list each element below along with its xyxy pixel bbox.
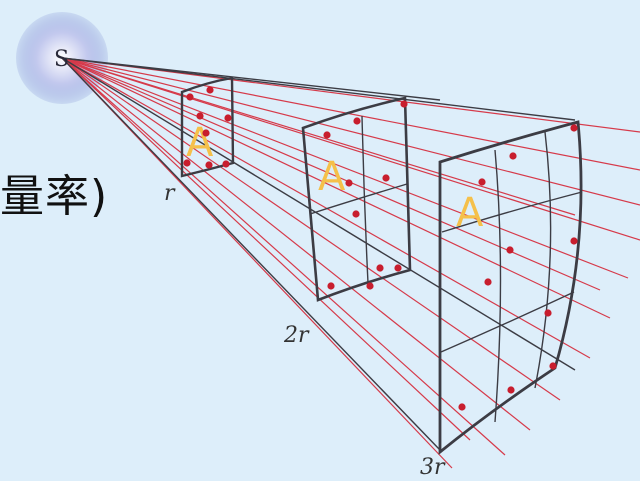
- ray-hit-dot: [570, 237, 578, 245]
- ray-hit-dot: [507, 386, 515, 394]
- ray-hit-dot: [458, 403, 466, 411]
- panel-2r-grid-v: [361, 115, 369, 284]
- caption-text: 量率): [0, 171, 109, 222]
- distance-label-r: r: [164, 181, 176, 206]
- ray-hit-dot: [400, 100, 408, 108]
- ray-hit-dot: [206, 86, 214, 94]
- light-ray: [61, 57, 471, 441]
- ray-hit-dot: [224, 114, 232, 122]
- ray-hit-dots: [183, 86, 578, 411]
- area-label-2r: A: [318, 154, 346, 200]
- panel-2r: [301, 96, 412, 302]
- ray-hit-dot: [544, 309, 552, 317]
- ray-hit-dot: [186, 93, 194, 101]
- ray-hit-dot: [183, 159, 191, 167]
- panel-3r-grid-v2: [534, 131, 552, 389]
- light-ray: [61, 57, 591, 359]
- ray-hit-dot: [382, 174, 390, 182]
- frustum-edges: [61, 57, 576, 451]
- ray-hit-dot: [478, 178, 486, 186]
- ray-hit-dot: [484, 278, 492, 286]
- distance-label-2r: 2r: [283, 323, 310, 348]
- ray-hit-dot: [222, 160, 230, 168]
- light-ray: [61, 57, 531, 431]
- distance-label-3r: 3r: [420, 455, 446, 480]
- area-label-r: A: [186, 120, 214, 166]
- frustum-edge-right: [61, 57, 576, 371]
- panel-3r-grid-h1: [441, 191, 583, 233]
- frustum-edge-top-right: [61, 57, 576, 121]
- ray-hit-dot: [345, 179, 353, 187]
- ray-hit-dot: [506, 246, 514, 254]
- ray-hit-dot: [205, 161, 213, 169]
- ray-hit-dot: [352, 210, 360, 218]
- light-ray: [61, 57, 640, 206]
- panel-3r-outline: [438, 120, 583, 455]
- light-ray: [61, 57, 629, 279]
- frustum-edge-bottom: [61, 57, 441, 451]
- ray-hit-dot: [376, 264, 384, 272]
- ray-hit-dot: [570, 124, 578, 132]
- ray-hit-dot: [202, 129, 210, 137]
- light-ray: [61, 57, 506, 456]
- ray-hit-dot: [323, 131, 331, 139]
- ray-hit-dot: [366, 282, 374, 290]
- ray-hit-dot: [327, 282, 335, 290]
- light-ray: [61, 57, 576, 216]
- source-label: S: [54, 47, 69, 72]
- panel-3r-grid-v1: [494, 149, 502, 423]
- panel-2r-grid-h: [309, 183, 408, 215]
- panel-3r-grid-h2: [440, 291, 575, 353]
- area-label-3r: A: [456, 190, 484, 236]
- ray-hit-dot: [394, 264, 402, 272]
- ray-hit-dot: [549, 362, 557, 370]
- panel-3r: [438, 120, 583, 455]
- panel-r: [180, 76, 235, 178]
- light-ray: [61, 57, 611, 319]
- ray-hit-dot: [509, 152, 517, 160]
- light-ray: [61, 57, 640, 241]
- panel-2r-outline: [301, 96, 412, 302]
- ray-hit-dot: [353, 117, 361, 125]
- light-rays: [61, 57, 640, 469]
- light-ray: [61, 57, 640, 171]
- panel-r-outline: [180, 76, 235, 178]
- ray-hit-dot: [196, 112, 204, 120]
